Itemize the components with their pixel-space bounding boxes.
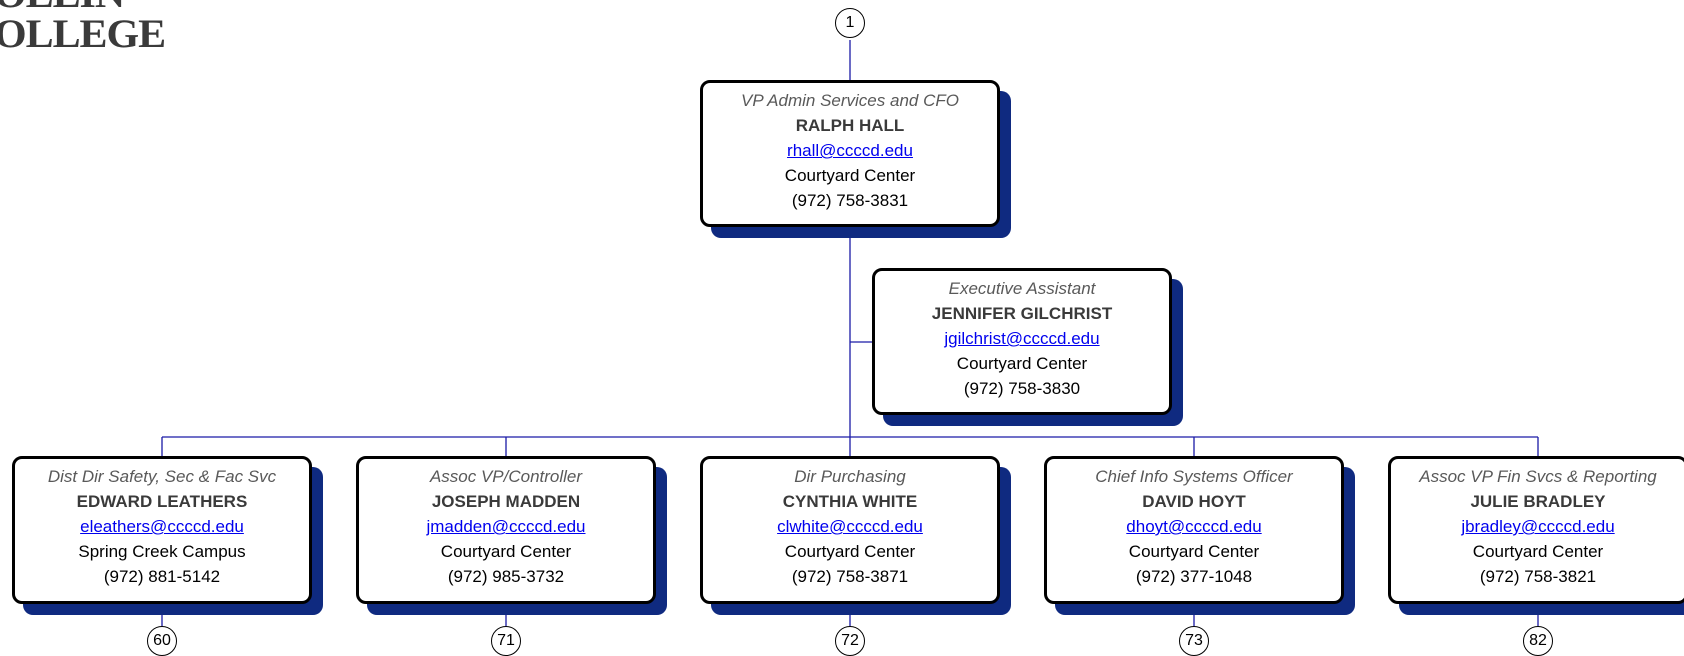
page-badge-report-5[interactable]: 82	[1523, 626, 1553, 656]
badge-number: 73	[1185, 632, 1203, 649]
position-title: Dist Dir Safety, Sec & Fac Svc	[47, 467, 277, 486]
location-text: Courtyard Center	[440, 542, 572, 561]
location-text: Courtyard Center	[1128, 542, 1260, 561]
person-name: JENNIFER GILCHRIST	[931, 304, 1113, 323]
position-title: Assoc VP Fin Svcs & Reporting	[1419, 467, 1657, 486]
badge-number: 71	[497, 632, 515, 649]
phone-text: (972) 881-5142	[103, 567, 221, 586]
org-card-report-2: Assoc VP/Controller JOSEPH MADDEN jmadde…	[356, 456, 656, 604]
location-text: Courtyard Center	[1472, 542, 1604, 561]
phone-text: (972) 758-3830	[963, 379, 1081, 398]
person-name: JOSEPH MADDEN	[431, 492, 581, 511]
person-name: CYNTHIA WHITE	[782, 492, 918, 511]
phone-text: (972) 985-3732	[447, 567, 565, 586]
position-title: VP Admin Services and CFO	[741, 91, 959, 110]
org-card-root: VP Admin Services and CFO RALPH HALL rha…	[700, 80, 1000, 227]
location-text: Spring Creek Campus	[78, 542, 246, 561]
org-card-report-1: Dist Dir Safety, Sec & Fac Svc EDWARD LE…	[12, 456, 312, 604]
person-name: DAVID HOYT	[1142, 492, 1246, 511]
page-badge-top[interactable]: 1	[835, 8, 865, 38]
location-text: Courtyard Center	[784, 542, 916, 561]
phone-text: (972) 758-3821	[1479, 567, 1597, 586]
badge-number: 1	[845, 14, 855, 31]
person-name: JULIE BRADLEY	[1470, 492, 1606, 511]
position-title: Dir Purchasing	[794, 467, 906, 486]
page-badge-report-2[interactable]: 71	[491, 626, 521, 656]
position-title: Chief Info Systems Officer	[1095, 467, 1293, 486]
org-card-assistant: Executive Assistant JENNIFER GILCHRIST j…	[872, 268, 1172, 415]
location-text: Courtyard Center	[956, 354, 1088, 373]
badge-number: 60	[153, 632, 171, 649]
badge-number: 72	[841, 632, 859, 649]
person-name: RALPH HALL	[795, 116, 905, 135]
person-name: EDWARD LEATHERS	[76, 492, 248, 511]
email-link[interactable]: clwhite@ccccd.edu	[777, 517, 923, 536]
phone-text: (972) 377-1048	[1135, 567, 1253, 586]
position-title: Executive Assistant	[948, 279, 1096, 298]
org-card-report-4: Chief Info Systems Officer DAVID HOYT dh…	[1044, 456, 1344, 604]
page-badge-report-1[interactable]: 60	[147, 626, 177, 656]
page-badge-report-4[interactable]: 73	[1179, 626, 1209, 656]
logo-line-2: OLLEGE	[0, 11, 166, 56]
position-title: Assoc VP/Controller	[429, 467, 583, 486]
email-link[interactable]: jgilchrist@ccccd.edu	[944, 329, 1100, 348]
phone-text: (972) 758-3871	[791, 567, 909, 586]
logo-line-1: OLLIN	[0, 0, 165, 14]
email-link[interactable]: jmadden@ccccd.edu	[426, 517, 586, 536]
email-link[interactable]: rhall@ccccd.edu	[787, 141, 913, 160]
org-card-report-3: Dir Purchasing CYNTHIA WHITE clwhite@ccc…	[700, 456, 1000, 604]
college-logo: OLLIN OLLEGE	[0, 0, 166, 56]
email-link[interactable]: jbradley@ccccd.edu	[1461, 517, 1615, 536]
badge-number: 82	[1529, 632, 1547, 649]
location-text: Courtyard Center	[784, 166, 916, 185]
phone-text: (972) 758-3831	[791, 191, 909, 210]
email-link[interactable]: dhoyt@ccccd.edu	[1126, 517, 1262, 536]
page-badge-report-3[interactable]: 72	[835, 626, 865, 656]
org-card-report-5: Assoc VP Fin Svcs & Reporting JULIE BRAD…	[1388, 456, 1684, 604]
email-link[interactable]: eleathers@ccccd.edu	[80, 517, 244, 536]
